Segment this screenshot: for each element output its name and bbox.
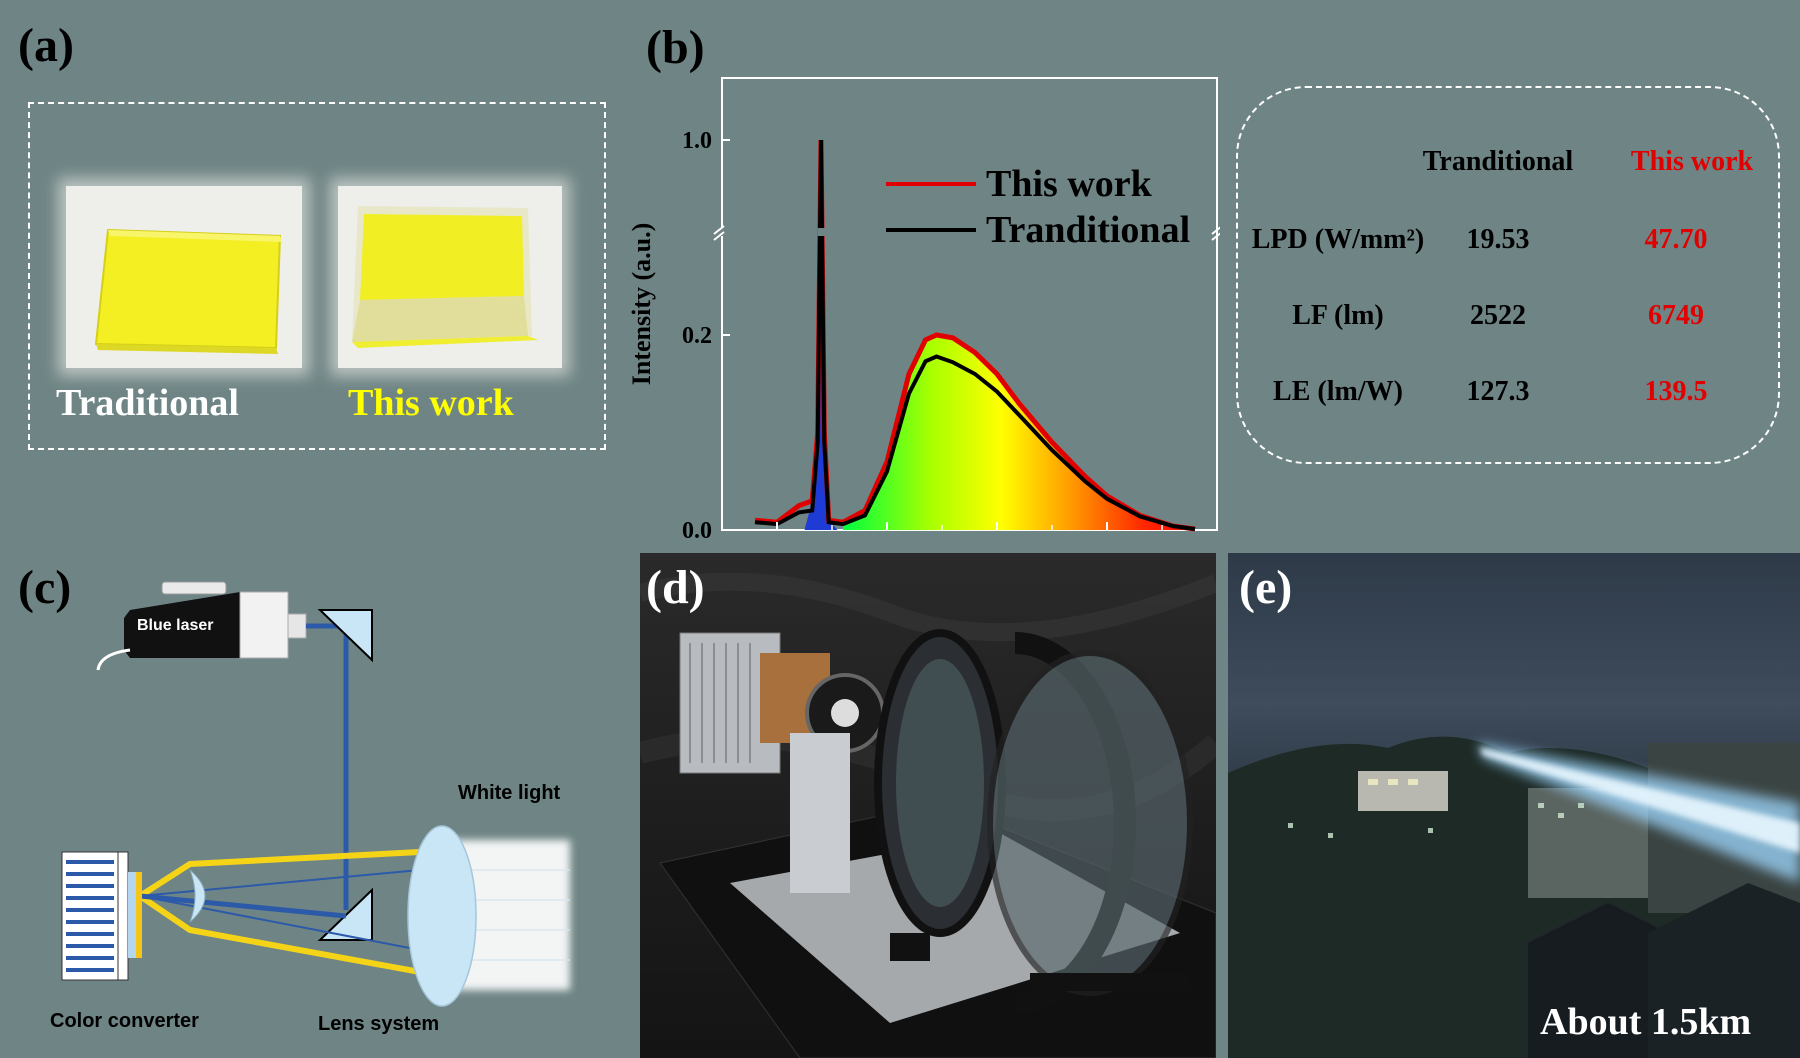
distance-caption: About 1.5km (1540, 1001, 1752, 1043)
metrics-table: Tranditional This work LPD (W/mm²) 19.53… (1236, 86, 1780, 464)
y-tick-label-0.0: 0.0 (682, 518, 712, 540)
row-this-le: 139.5 (1644, 376, 1708, 407)
building-left (1358, 771, 1448, 811)
panel-a-frame (28, 102, 606, 450)
panel-c-label: (c) (18, 561, 72, 614)
header-this-work: This work (1630, 146, 1754, 177)
lens-system-label: Lens system (318, 1013, 440, 1035)
row-this-lpd: 47.70 (1644, 224, 1708, 255)
header-traditional: Tranditional (1422, 146, 1574, 177)
y-axis-title: Intensity (a.u.) (627, 223, 656, 386)
color-converter-device (61, 851, 142, 981)
legend-label-this-work: This work (986, 163, 1152, 205)
legend-swatch-red (886, 182, 976, 186)
y-tick-label-0.2: 0.2 (682, 323, 712, 349)
row-name-lf: LF (lm) (1292, 300, 1384, 331)
row-trad-le: 127.3 (1466, 376, 1530, 407)
panel-b-label: (b) (646, 21, 705, 74)
panel-a-label: (a) (18, 19, 74, 72)
prototype-photo (640, 553, 1216, 1058)
y-break-gap (716, 228, 728, 236)
prism-top (317, 609, 373, 663)
blue-laser-device (96, 581, 307, 671)
row-trad-lpd: 19.53 (1466, 224, 1530, 255)
row-name-lpd: LPD (W/mm²) (1251, 224, 1425, 255)
y-tick-label-1.0: 1.0 (682, 128, 712, 154)
traditional-sample-photo (66, 186, 302, 368)
y-break-right (1211, 226, 1220, 241)
legend-this-work: This work (886, 160, 1152, 208)
legend-label-traditional: Tranditional (986, 209, 1191, 251)
this-work-caption: This work (348, 382, 514, 424)
y-break-left (713, 225, 725, 241)
row-name-le: LE (lm/W) (1273, 376, 1403, 407)
field-test-photo (1228, 553, 1800, 1058)
blue-laser-label: Blue laser (137, 617, 214, 634)
panel-d-label: (d) (646, 561, 705, 614)
series-line-traditional (754, 139, 1196, 531)
panel-e-label: (e) (1239, 561, 1293, 614)
this-work-sample-photo (338, 186, 562, 368)
spectrum-fill (843, 335, 1195, 530)
legend-traditional: Tranditional (886, 206, 1190, 254)
main-lens (407, 825, 477, 1007)
legend-swatch-black (886, 228, 976, 232)
traditional-caption: Traditional (56, 382, 239, 424)
large-lens (987, 650, 1193, 996)
row-this-lf: 6749 (1648, 300, 1704, 331)
row-trad-lf: 2522 (1470, 300, 1526, 331)
color-converter-label: Color converter (50, 1010, 199, 1032)
peak-break-gap (817, 228, 826, 236)
spectrum-chart: 4005006007008000.00.21.0Wavelength (nm)I… (627, 77, 1220, 540)
collimator-lens (189, 869, 206, 923)
white-light-label: White light (458, 782, 561, 804)
optical-schematic (61, 581, 570, 1007)
